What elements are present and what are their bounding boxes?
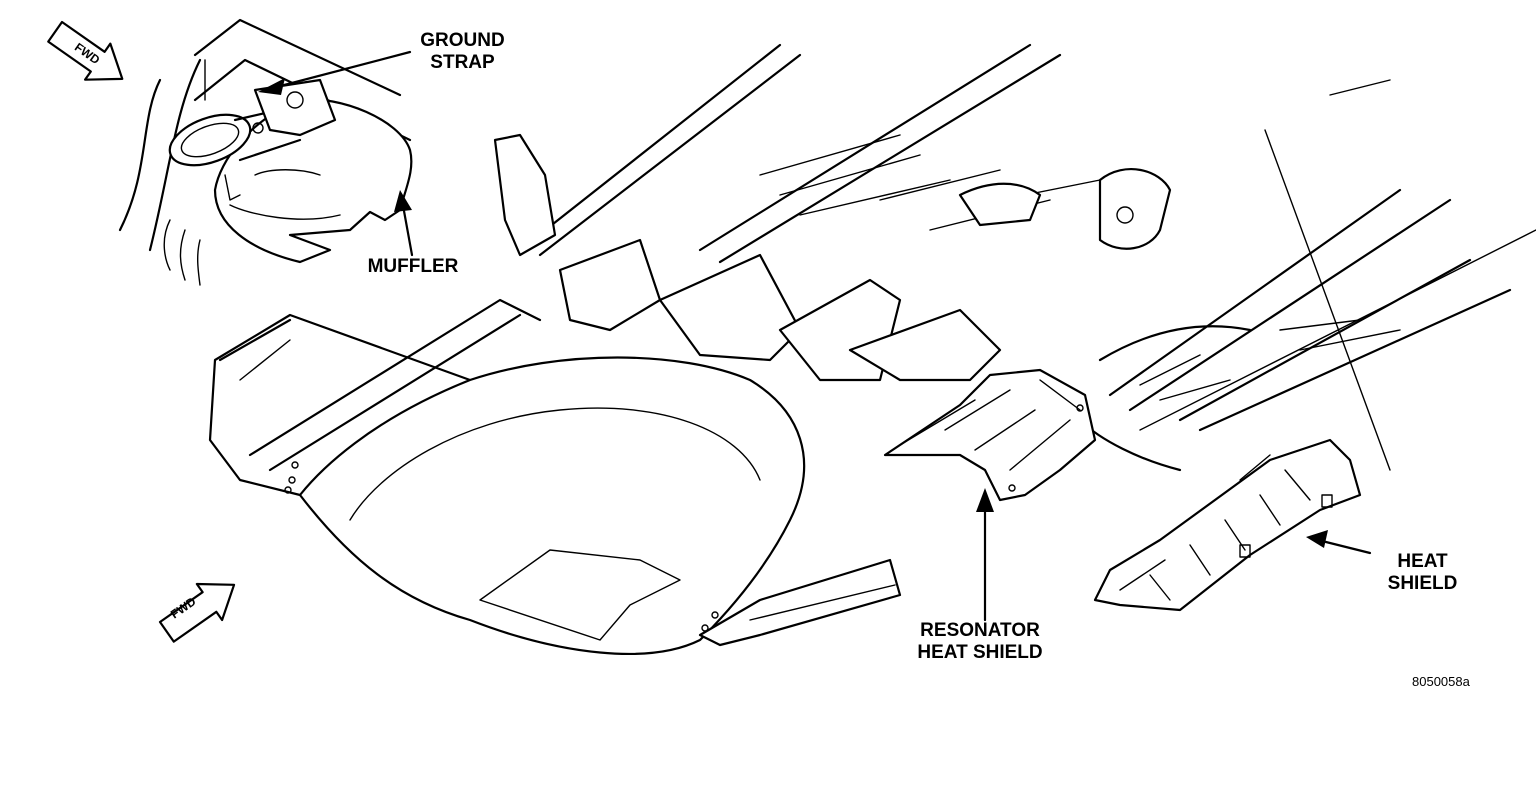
- fwd-arrow-top: [47, 20, 124, 81]
- fwd-arrow-bottom: [158, 582, 236, 643]
- heat-shield-label: HEAT SHIELD: [1387, 551, 1458, 594]
- muffler-inset: [47, 18, 414, 286]
- resonator-heat-shield-label: RESONATOR HEAT SHIELD: [917, 620, 1043, 663]
- main-underbody: [208, 43, 1536, 655]
- resonator-heat-shield: [883, 368, 1097, 622]
- figure-id: 8050058a: [1412, 674, 1470, 689]
- muffler-label: MUFFLER: [367, 256, 459, 277]
- ground-strap-label: GROUND STRAP: [420, 30, 505, 73]
- heat-shield: [1093, 438, 1372, 612]
